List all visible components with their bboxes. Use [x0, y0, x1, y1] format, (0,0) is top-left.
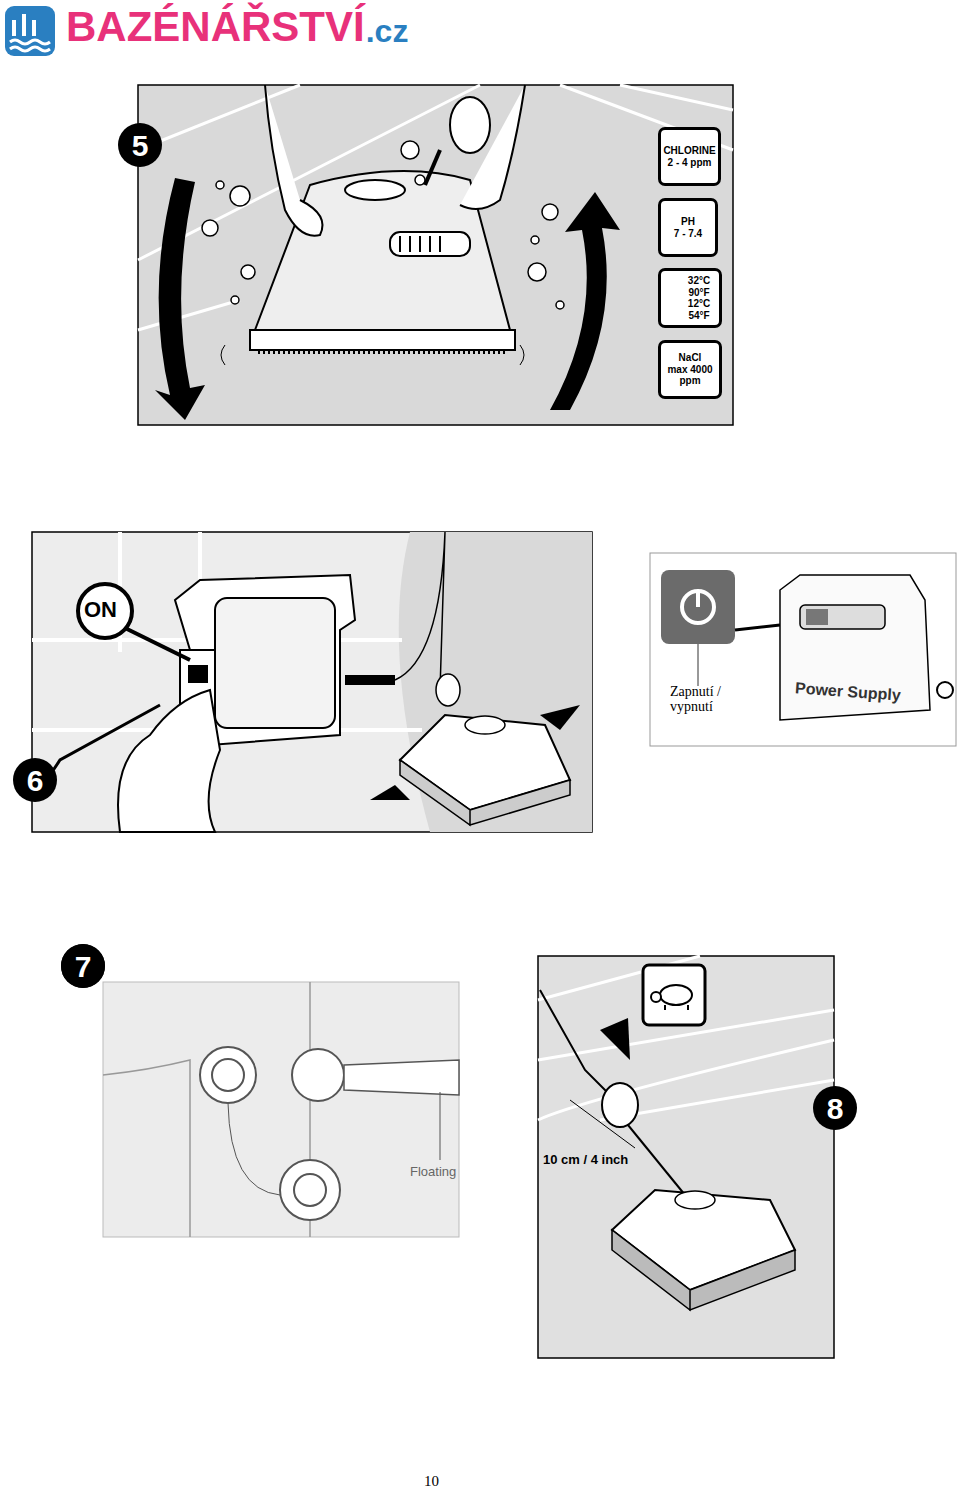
- on-label: ON: [84, 598, 117, 622]
- parameter-text: 12°C 54°F: [679, 298, 719, 321]
- part-label: Floating: [410, 1165, 456, 1179]
- parameter-text: NaCl: [679, 352, 702, 364]
- parameter-text: 32°C 90°F: [679, 275, 719, 298]
- logo-text: BAZÉNÁŘSTVÍ: [66, 4, 365, 50]
- parameter-text: max 4000 ppm: [661, 364, 719, 387]
- panel-6-illustration: [32, 532, 592, 832]
- page-number: 10: [424, 1473, 439, 1490]
- panel-8-illustration: [538, 956, 834, 1358]
- switch-label: Zapnutí / vypnutí: [670, 684, 734, 715]
- parameter-text: 7 - 7.4: [674, 228, 702, 240]
- parameter-box: CHLORINE2 - 4 ppm: [658, 127, 721, 186]
- panel-7-illustration: [61, 944, 459, 1237]
- parameter-box: PH7 - 7.4: [658, 198, 718, 257]
- panel-5-illustration: [138, 85, 733, 425]
- parameter-text: 2 - 4 ppm: [668, 157, 712, 169]
- parameter-text: CHLORINE: [663, 145, 715, 157]
- parameter-text: PH: [681, 216, 695, 228]
- callout-number: 8: [813, 1086, 857, 1130]
- logo-domain: .cz: [366, 14, 409, 49]
- logo-icon: [5, 6, 55, 56]
- callout-number: 6: [13, 758, 57, 802]
- callout-number: 5: [118, 123, 162, 167]
- power-supply-illustration: [650, 553, 956, 746]
- callout-number: 7: [61, 944, 105, 988]
- parameter-box: 32°C 90°F12°C 54°F: [658, 268, 722, 328]
- dimension-label: 10 cm / 4 inch: [543, 1153, 628, 1167]
- parameter-box: NaClmax 4000 ppm: [658, 340, 722, 399]
